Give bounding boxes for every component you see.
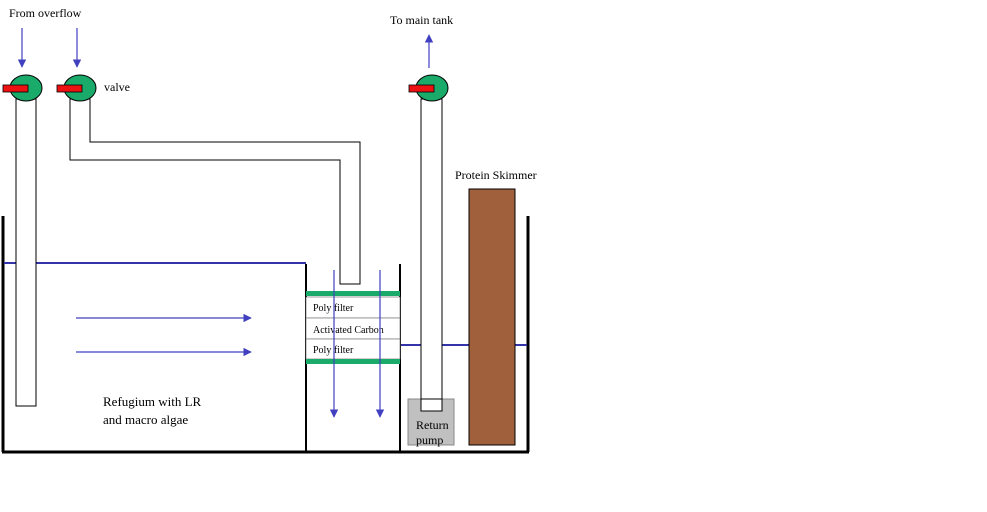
to-main-tank-label: To main tank bbox=[390, 13, 453, 27]
filter-bar-top bbox=[306, 291, 400, 296]
refugium-label-line2: and macro algae bbox=[103, 412, 188, 427]
valve-left-handle[interactable] bbox=[2, 84, 29, 93]
filter-bar-bottom bbox=[306, 359, 400, 364]
activated-carbon-label: Activated Carbon bbox=[313, 325, 384, 336]
refugium-label-line1: Refugium with LR bbox=[103, 394, 202, 409]
return-pump-inlet bbox=[420, 398, 443, 412]
valve-label: valve bbox=[104, 80, 130, 94]
valve-middle-handle[interactable] bbox=[56, 84, 83, 93]
valve-return-handle[interactable] bbox=[408, 84, 435, 93]
valve-return[interactable] bbox=[408, 74, 449, 102]
from-overflow-label: From overflow bbox=[9, 6, 82, 20]
valve-middle[interactable] bbox=[56, 74, 97, 102]
overflow-pipe-left bbox=[15, 98, 37, 407]
flow-arrows bbox=[17, 28, 434, 418]
protein-skimmer-label: Protein Skimmer bbox=[455, 168, 537, 182]
valve-left[interactable] bbox=[2, 74, 43, 102]
protein-skimmer bbox=[468, 188, 516, 446]
filter-media-stack: Poly filter Activated Carbon Poly filter bbox=[305, 291, 401, 364]
return-pump-label-line1: Return bbox=[416, 418, 449, 432]
return-pump-label-line2: pump bbox=[416, 433, 443, 447]
return-pipe bbox=[420, 98, 443, 412]
overflow-pipe-bent bbox=[69, 98, 361, 285]
